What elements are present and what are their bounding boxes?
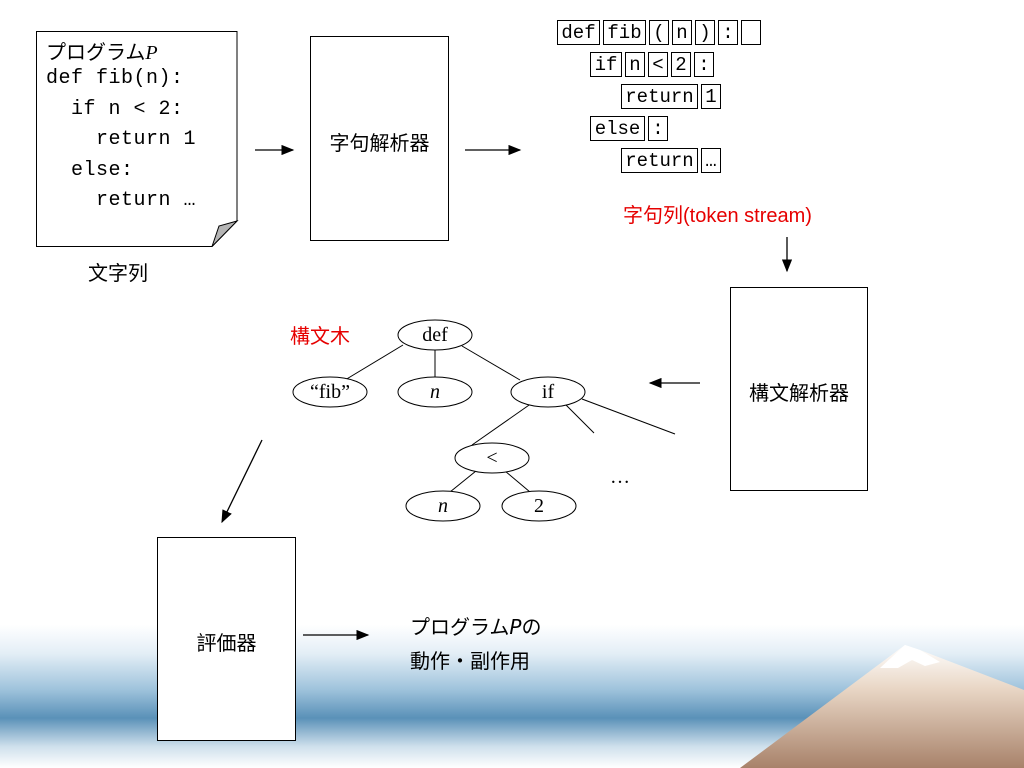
tree-node-fib bbox=[292, 376, 368, 408]
code-line: return 1 bbox=[46, 128, 197, 151]
code-line: return … bbox=[46, 189, 197, 212]
tree-node-label: 2 bbox=[534, 495, 544, 517]
tree-node-lt bbox=[454, 442, 530, 474]
token-box: def bbox=[557, 20, 600, 45]
parser-box: 構文解析器 bbox=[730, 287, 868, 491]
token-box: 2 bbox=[671, 52, 691, 77]
tree-node-label: n bbox=[430, 381, 440, 403]
evaluator-label: 評価器 bbox=[196, 631, 257, 655]
program-title: プログラムP bbox=[46, 40, 158, 64]
token-box: … bbox=[701, 148, 721, 173]
tree-node-label: n bbox=[438, 495, 448, 517]
tree-node-label: < bbox=[486, 447, 498, 469]
token-box: 1 bbox=[701, 84, 721, 109]
parser-label: 構文解析器 bbox=[749, 381, 849, 405]
tree-node-label: “fib” bbox=[310, 381, 350, 403]
tree-node-two bbox=[501, 490, 577, 522]
token-box: if bbox=[590, 52, 622, 77]
token-box: n bbox=[672, 20, 692, 45]
lexer-box: 字句解析器 bbox=[310, 36, 449, 241]
token-box: < bbox=[648, 52, 668, 77]
token-box: ) bbox=[695, 20, 715, 45]
document-shape bbox=[36, 31, 239, 247]
lexer-label: 字句解析器 bbox=[329, 131, 430, 155]
tree-node-label: def bbox=[422, 324, 448, 346]
code-line: if n < 2: bbox=[46, 98, 184, 121]
tree-ellipsis: … bbox=[610, 466, 630, 488]
token-box: else bbox=[590, 116, 645, 141]
token-box: return bbox=[621, 84, 698, 109]
token-box: n bbox=[625, 52, 645, 77]
arrow-tree-to-evaluator bbox=[221, 439, 263, 524]
token-box: : bbox=[718, 20, 738, 45]
tree-node-def bbox=[397, 319, 473, 351]
result-line-2: 動作・副作用 bbox=[410, 649, 530, 673]
program-document: プログラムP def fib(n): if n < 2: return 1 el… bbox=[36, 31, 239, 247]
token-box: : bbox=[694, 52, 714, 77]
token-stream-caption: 字句列(token stream) bbox=[623, 203, 812, 227]
code-line: else: bbox=[46, 159, 134, 182]
token-box: return bbox=[621, 148, 698, 173]
evaluator-box: 評価器 bbox=[157, 537, 296, 741]
tree-node-n1 bbox=[397, 376, 473, 408]
syntax-tree-caption: 構文木 bbox=[290, 324, 350, 348]
code-line: def fib(n): bbox=[46, 67, 184, 90]
tree-edges bbox=[344, 344, 676, 493]
result-line-1: プログラムPの bbox=[410, 615, 542, 639]
tree-node-n2 bbox=[405, 490, 481, 522]
token-box bbox=[741, 20, 761, 45]
token-box: ( bbox=[649, 20, 669, 45]
tree-node-if bbox=[510, 376, 586, 408]
token-box: fib bbox=[603, 20, 646, 45]
tree-node-label: if bbox=[541, 381, 555, 403]
tree-nodes bbox=[292, 319, 586, 522]
token-box: : bbox=[648, 116, 668, 141]
program-caption: 文字列 bbox=[88, 261, 148, 285]
